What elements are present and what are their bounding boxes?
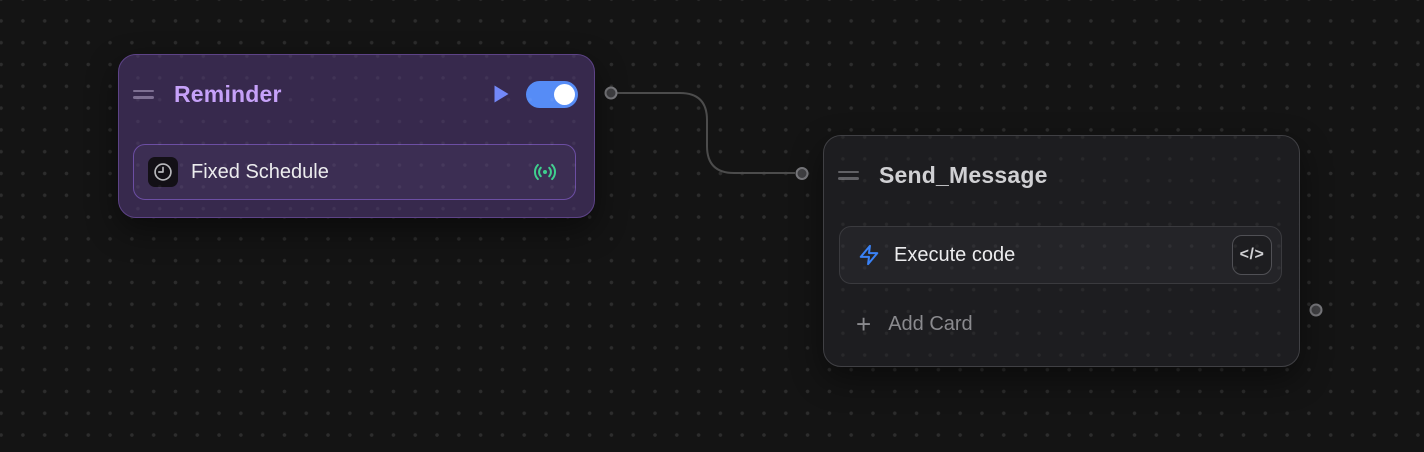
send-message-node-header: Send_Message	[824, 136, 1299, 214]
reminder-node-header: Reminder	[119, 55, 594, 133]
add-card-button[interactable]: + Add Card	[856, 305, 973, 343]
card-execute-code[interactable]: Execute code </>	[839, 226, 1282, 284]
card-fixed-schedule[interactable]: Fixed Schedule	[133, 144, 576, 200]
send-message-output-port[interactable]	[1309, 303, 1323, 317]
node-title: Reminder	[174, 80, 282, 107]
play-icon	[494, 85, 508, 103]
card-label: Execute code	[894, 243, 1016, 266]
card-label: Fixed Schedule	[191, 160, 329, 183]
toggle-knob	[554, 83, 575, 105]
signal-trigger-icon	[529, 159, 561, 185]
edit-code-button[interactable]: </>	[1232, 235, 1272, 275]
edge-reminder-to-send-message[interactable]	[611, 92, 795, 174]
drag-handle-icon[interactable]	[133, 89, 154, 99]
send-message-input-port[interactable]	[795, 167, 809, 180]
clock-icon	[148, 157, 178, 187]
add-card-label: Add Card	[888, 312, 973, 335]
reminder-output-port[interactable]	[604, 86, 618, 100]
run-node-button[interactable]	[490, 82, 512, 106]
node-title: Send_Message	[879, 161, 1048, 188]
lightning-icon	[857, 242, 881, 268]
drag-handle-icon[interactable]	[838, 170, 859, 180]
node-reminder[interactable]: Reminder Fixed Schedule	[118, 54, 595, 218]
plus-icon: +	[856, 309, 872, 339]
node-send-message[interactable]: Send_Message Execute code </> + Add Card	[823, 135, 1300, 367]
reminder-enabled-toggle[interactable]	[526, 80, 578, 108]
